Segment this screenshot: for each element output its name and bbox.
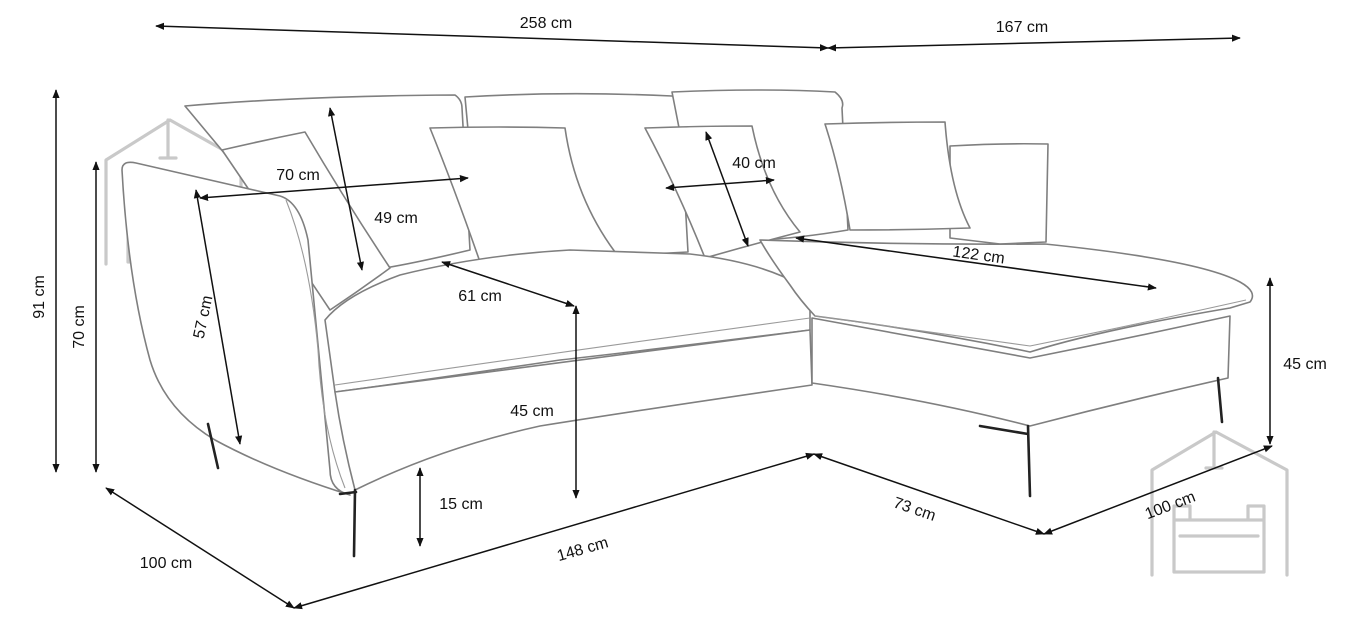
dim-front-length [293,452,815,610]
label-seat-depth: 61 cm [458,288,502,305]
label-side-depth: 100 cm [140,555,192,572]
dim-small-cushion-v [705,131,749,247]
label-front-length: 148 cm [555,534,610,565]
dim-chaise-width [813,453,1045,535]
dim-total-length [155,22,829,52]
label-leg-height: 15 cm [439,496,483,513]
dim-chaise-length [827,34,1241,52]
dimension-labels: 258 cm 167 cm 91 cm 70 cm 70 cm 49 cm 40… [31,15,1327,572]
label-seat-height: 45 cm [510,403,554,420]
dim-arm-height [193,189,243,445]
label-chaise-length: 167 cm [996,19,1048,36]
sofa-outline [121,89,1254,558]
label-back-height: 70 cm [71,305,88,349]
label-chaise-seat-height: 45 cm [1283,356,1327,373]
dim-side-depth [105,487,295,609]
label-total-height: 91 cm [31,275,48,319]
label-small-cushion: 40 cm [732,155,776,172]
label-total-length: 258 cm [520,15,572,32]
dim-chaise-seat-length [795,235,1157,291]
label-cushion-width: 70 cm [276,167,320,184]
dim-chaise-depth [1043,445,1273,535]
label-chaise-width: 73 cm [891,495,938,525]
dimension-lines [52,22,1274,610]
label-cushion-height: 49 cm [374,210,418,227]
dim-seat-depth [441,261,575,307]
dim-cushion-height [328,107,364,271]
